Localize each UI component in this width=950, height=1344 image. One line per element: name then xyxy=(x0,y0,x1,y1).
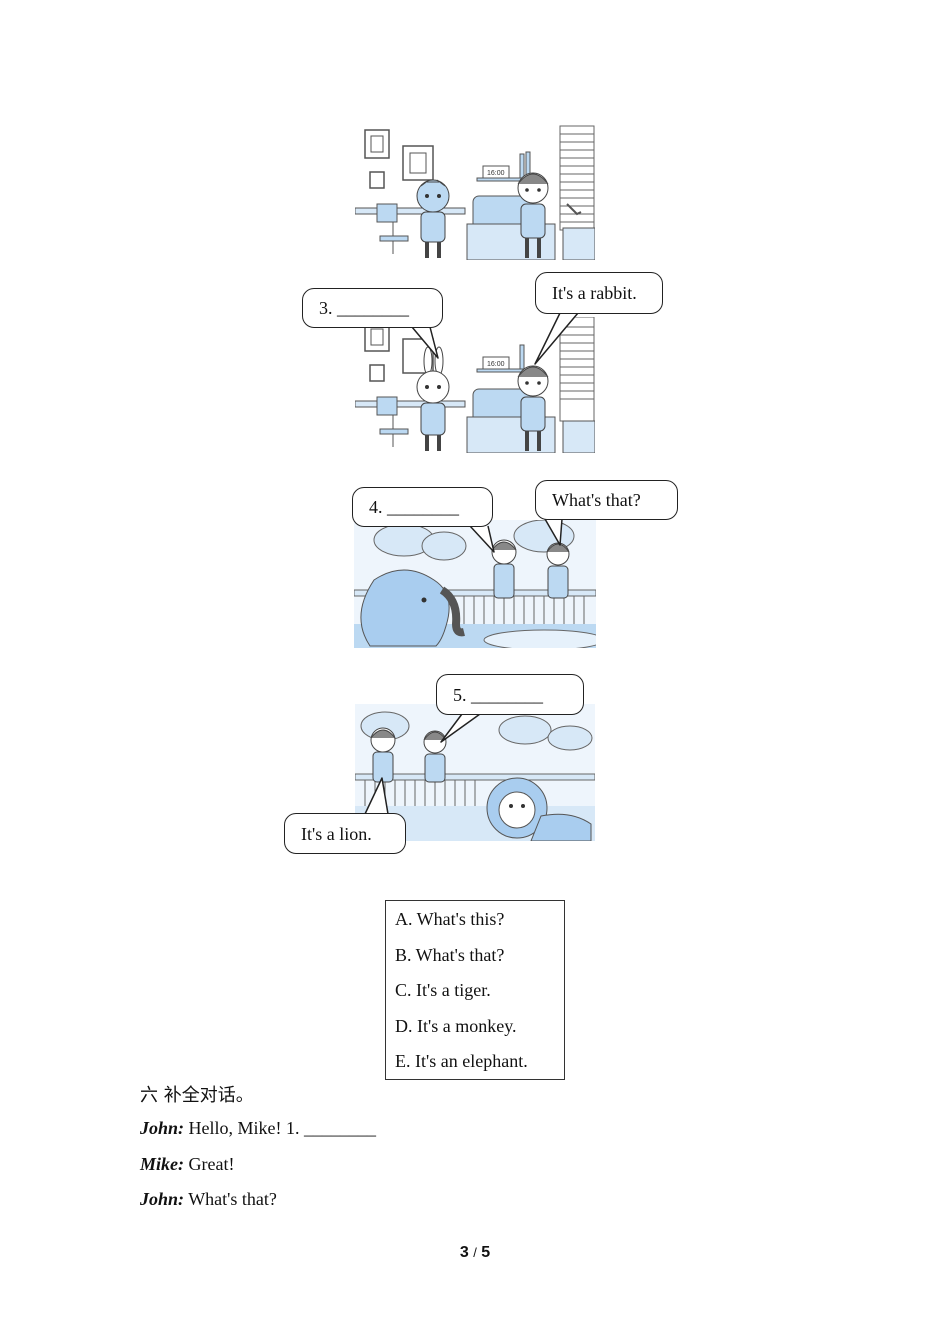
speaker-label: John: xyxy=(140,1189,185,1209)
room1-clock-text: 16:00 xyxy=(487,170,505,177)
option-e: E. It's an elephant. xyxy=(395,1051,528,1071)
dialogue-text: Great! xyxy=(184,1154,235,1174)
bubble-question-5: 5. ________ xyxy=(436,674,584,715)
dialogue-text: Hello, Mike! 1. ________ xyxy=(184,1118,376,1138)
page-separator: / xyxy=(473,1245,477,1260)
dialogue-text: What's that? xyxy=(184,1189,277,1209)
option-b: B. What's that? xyxy=(395,944,505,965)
room2-clock-text: 16:00 xyxy=(487,361,505,368)
page-current: 3 xyxy=(459,1244,469,1261)
bubble-its-a-lion: It's a lion. xyxy=(284,813,406,854)
scene-room-tiger: 16:00 xyxy=(355,124,595,260)
scene-zoo-lion xyxy=(355,704,595,841)
page-number: 3 / 5 xyxy=(0,1244,950,1262)
dialogue-line-2: Mike: Great! xyxy=(140,1154,234,1175)
option-a: A. What's this? xyxy=(395,909,505,929)
dialogue-line-3: John: What's that? xyxy=(140,1189,277,1210)
speaker-label: John: xyxy=(140,1118,185,1138)
bubble-whats-that: What's that? xyxy=(535,480,678,520)
bubble-its-a-rabbit: It's a rabbit. xyxy=(535,272,663,314)
bubble-question-4: 4. ________ xyxy=(352,487,493,527)
bubble-question-3: 3. ________ xyxy=(302,288,443,328)
answer-options-box: A. What's this? B. What's that? C. It's … xyxy=(385,900,565,1080)
page-total: 5 xyxy=(481,1244,491,1261)
dialogue-line-1: John: Hello, Mike! 1. ________ xyxy=(140,1118,376,1139)
option-d: D. It's a monkey. xyxy=(395,1015,517,1036)
speaker-label: Mike: xyxy=(140,1154,184,1174)
option-c: C. It's a tiger. xyxy=(395,980,491,1000)
section-6-title: 六 补全对话。 xyxy=(140,1085,254,1106)
